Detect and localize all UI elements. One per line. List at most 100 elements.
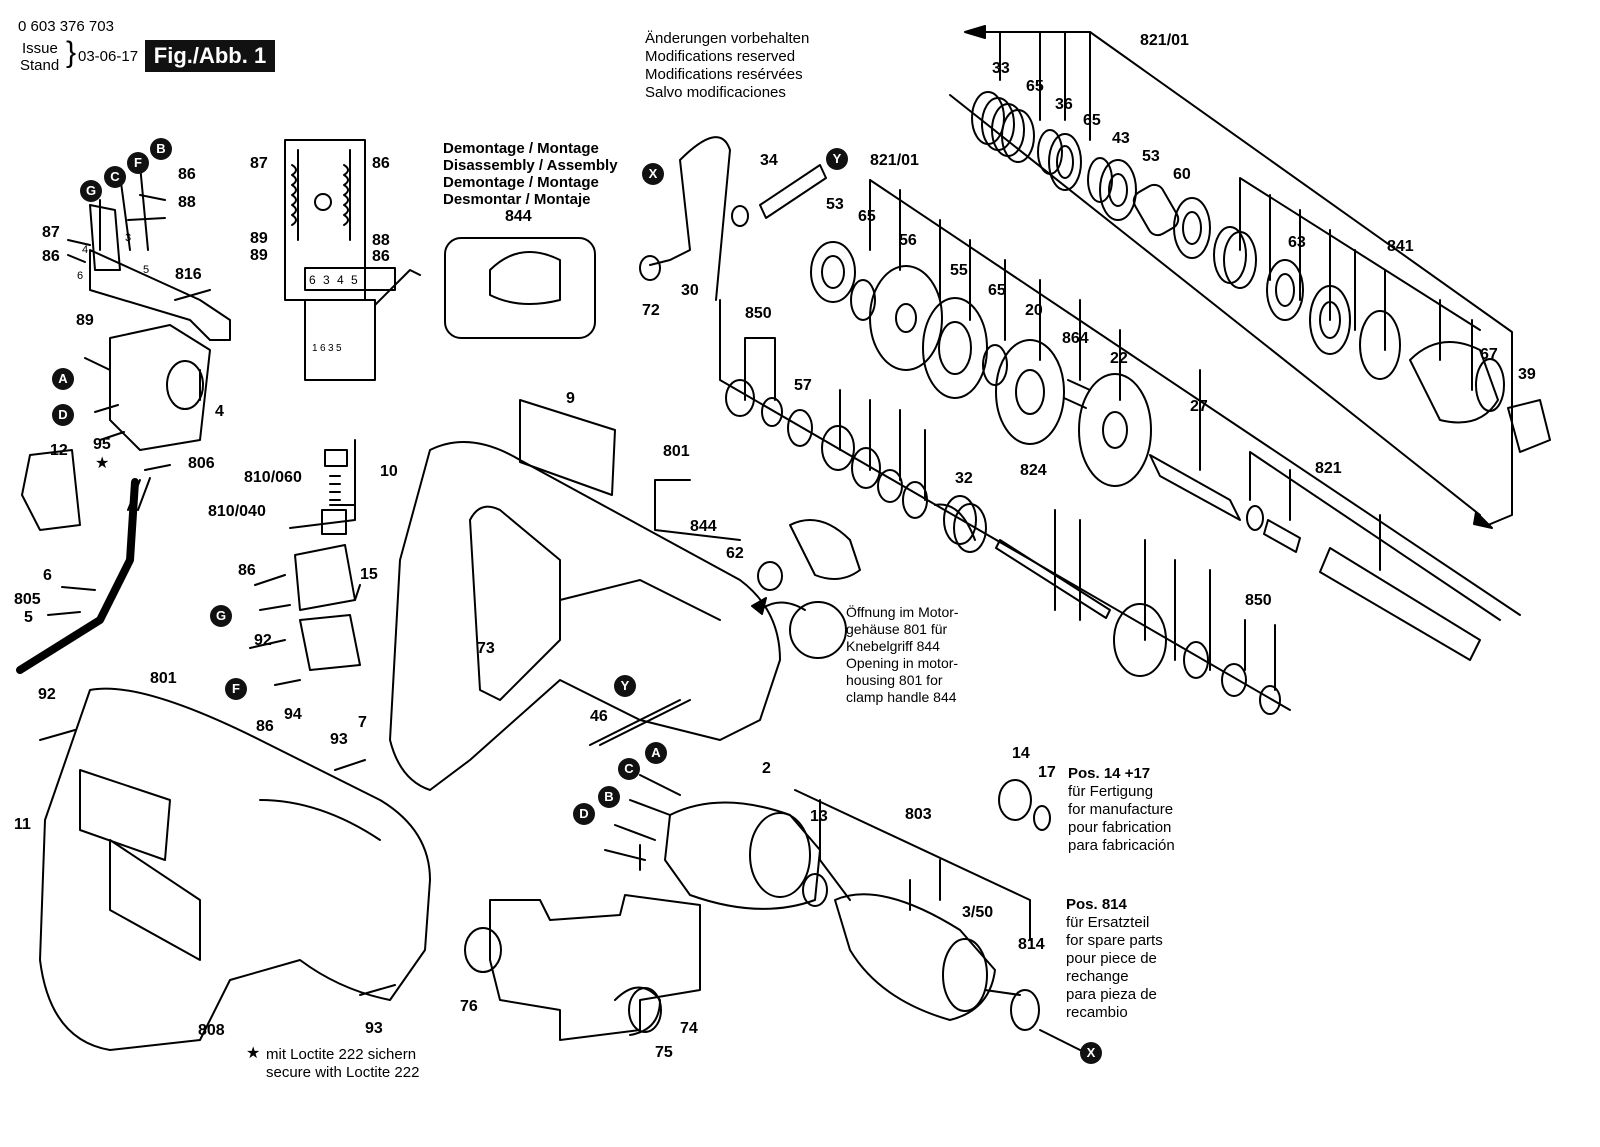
label-43: 43 — [1112, 130, 1130, 147]
switch-num-5: 5 — [336, 343, 342, 354]
label-86: 86 — [372, 248, 390, 265]
label-53: 53 — [1142, 148, 1160, 165]
label-88: 88 — [178, 194, 196, 211]
label-94: 94 — [284, 706, 302, 723]
label-46: 46 — [590, 708, 608, 725]
terminal-3: 3 — [125, 232, 132, 244]
label-60: 60 — [1173, 166, 1191, 183]
pos-14-17-notice: Pos. 14 +17 für Fertigung for manufactur… — [1068, 765, 1175, 854]
motor-housing-outline — [39, 687, 431, 1051]
label-810-040: 810/040 — [208, 503, 266, 520]
label-5: 5 — [24, 609, 33, 626]
label-824: 824 — [1020, 462, 1047, 479]
label-57: 57 — [794, 377, 812, 394]
label-22: 22 — [1110, 350, 1128, 367]
terminal-6: 6 — [77, 270, 84, 282]
label-13: 13 — [810, 808, 828, 825]
label-844: 844 — [505, 208, 532, 225]
label-4: 4 — [215, 403, 224, 420]
marker-d-left: D — [52, 404, 74, 426]
upper-group-axis — [949, 94, 1481, 516]
marker-c-mid: C — [618, 758, 640, 780]
stator-outline — [664, 801, 821, 910]
label-87: 87 — [42, 224, 60, 241]
armature-outline — [834, 893, 996, 1021]
wiring-num-6: 6 — [309, 273, 316, 287]
label-801: 801 — [150, 670, 177, 687]
label-86: 86 — [42, 248, 60, 265]
label-801: 801 — [663, 443, 690, 460]
label-36: 36 — [1055, 96, 1073, 113]
label-7: 7 — [358, 714, 367, 731]
label-3-50: 3/50 — [962, 904, 994, 921]
label-864: 864 — [1062, 330, 1089, 347]
label-88: 88 — [372, 232, 390, 249]
label-2: 2 — [762, 760, 771, 777]
label-20: 20 — [1025, 302, 1043, 319]
label-17: 17 — [1038, 764, 1056, 781]
label-86: 86 — [256, 718, 274, 735]
label-89: 89 — [250, 247, 268, 264]
label-821-01: 821/01 — [1140, 32, 1189, 49]
label-65: 65 — [988, 282, 1006, 299]
marker-a-mid: A — [645, 742, 667, 764]
wiring-num-3: 3 — [323, 273, 330, 287]
marker-d-mid: D — [573, 803, 595, 825]
label-55: 55 — [950, 262, 968, 279]
label-39: 39 — [1518, 366, 1536, 383]
issue-label: Issue — [22, 40, 58, 57]
label-86: 86 — [178, 166, 196, 183]
marker-f-mid: F — [225, 678, 247, 700]
label-32: 32 — [955, 470, 973, 487]
star-mark: ★ — [95, 455, 110, 472]
label-821: 821 — [1315, 460, 1342, 477]
label-89: 89 — [250, 230, 268, 247]
label-850: 850 — [745, 305, 772, 322]
label-816: 816 — [175, 266, 202, 283]
label-65: 65 — [1083, 112, 1101, 129]
label-86: 86 — [238, 562, 256, 579]
label-89: 89 — [76, 312, 94, 329]
label-75: 75 — [655, 1044, 673, 1061]
label-92: 92 — [38, 686, 56, 703]
label-63: 63 — [1288, 234, 1306, 251]
label-821-01: 821/01 — [870, 152, 919, 169]
label-12: 12 — [50, 442, 68, 459]
switch-num-6: 6 — [320, 343, 326, 354]
modifications-notice: Änderungen vorbehalten Modifications res… — [645, 30, 810, 101]
label-808: 808 — [198, 1022, 225, 1039]
marker-y-top: Y — [826, 148, 848, 170]
label-65: 65 — [1026, 78, 1044, 95]
pos-814-notice: Pos. 814 für Ersatzteil for spare parts … — [1066, 896, 1163, 1021]
label-67: 67 — [1480, 346, 1498, 363]
label-11: 11 — [14, 816, 31, 833]
terminal-4: 4 — [82, 244, 89, 256]
label-814: 814 — [1018, 936, 1045, 953]
label-34: 34 — [760, 152, 778, 169]
wiring-num-5: 5 — [351, 273, 358, 287]
label-92: 92 — [254, 632, 272, 649]
gasket-outline — [489, 894, 701, 1041]
label-56: 56 — [899, 232, 917, 249]
label-87: 87 — [250, 155, 268, 172]
middle-shaft-axis — [869, 179, 1521, 616]
part-number: 0 603 376 703 — [18, 18, 114, 35]
terminal-5: 5 — [143, 264, 150, 276]
figure-badge: Fig./Abb. 1 — [145, 40, 275, 72]
label-841: 841 — [1387, 238, 1414, 255]
label-803: 803 — [905, 806, 932, 823]
label-93: 93 — [365, 1020, 383, 1037]
label-76: 76 — [460, 998, 478, 1015]
label-6: 6 — [43, 567, 52, 584]
stand-label: Stand — [20, 57, 60, 74]
loctite-notice: mit Loctite 222 sichern secure with Loct… — [266, 1046, 420, 1081]
issue-date: 03-06-17 — [78, 48, 139, 65]
label-806: 806 — [188, 455, 215, 472]
switch-num-3: 3 — [328, 343, 334, 354]
label-62: 62 — [726, 545, 744, 562]
marker-g-mid: G — [210, 605, 232, 627]
switch-num-1: 1 — [312, 343, 318, 354]
label-95: 95 — [93, 436, 111, 453]
label-9: 9 — [566, 390, 575, 407]
